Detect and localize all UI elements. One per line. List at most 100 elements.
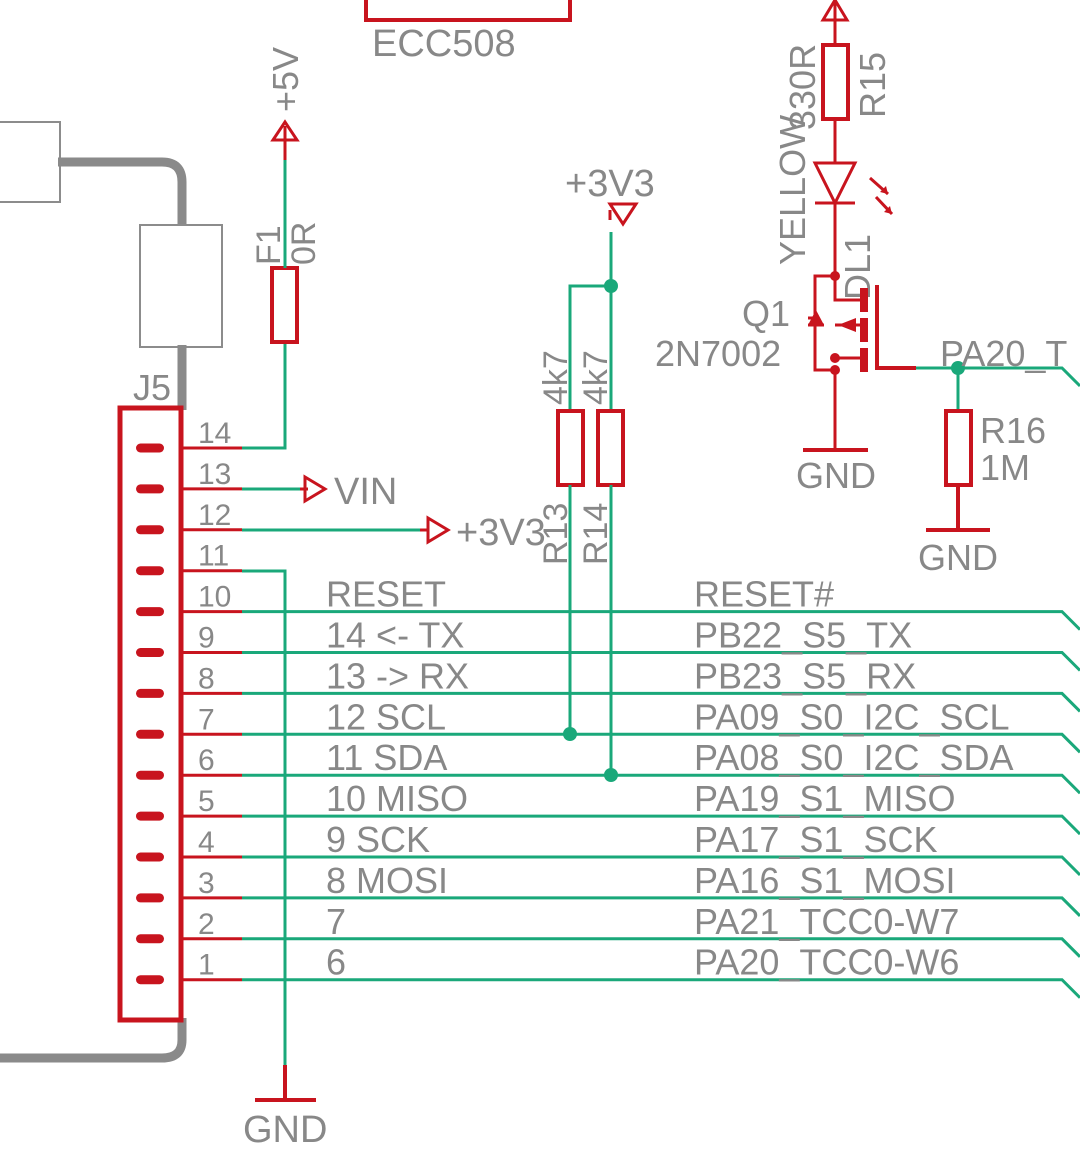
pin-number-7: 7 (198, 703, 215, 736)
pin-5-marker (136, 811, 164, 821)
pin-number-6: 6 (198, 744, 215, 777)
r15-ref-label: R15 (852, 52, 893, 118)
plus5v-label: +5V (265, 47, 306, 112)
pin-10-marker (136, 607, 164, 617)
vin-port: VIN (242, 471, 397, 513)
pin-12-marker (136, 525, 164, 535)
signal-wire-5 (242, 773, 1080, 795)
r16-ref-label: R16 (980, 410, 1046, 451)
pin-function-label: 14 <- TX (326, 615, 464, 656)
pin-function-label: 6 (326, 942, 346, 983)
vin-label: VIN (334, 471, 397, 513)
net-name-label: PA19_S1_MISO (694, 778, 955, 819)
signal-wire-6 (242, 814, 1080, 836)
r16-value-label: 1M (980, 447, 1030, 488)
pin-number-1: 1 (198, 949, 215, 982)
pin-number-12: 12 (198, 499, 231, 532)
net-name-label: PA08_S0_I2C_SDA (694, 737, 1014, 778)
plus3v3-pin-label: +3V3 (456, 512, 546, 554)
signal-wire-4 (242, 732, 1080, 754)
pin-function-label: 7 (326, 901, 346, 942)
pin-11-marker (136, 566, 164, 576)
f1-fuse: F1 0R +5V (242, 47, 323, 450)
r16-body (944, 409, 973, 487)
q1-ref-label: Q1 (742, 293, 790, 334)
gnd-main-port: GND (242, 569, 327, 1151)
ecc508-chip: ECC508 (364, 0, 572, 65)
pin-9-marker (136, 648, 164, 657)
board-outline (0, 121, 223, 1063)
pin-7-marker (136, 729, 164, 739)
net-name-label: PA09_S0_I2C_SCL (694, 696, 1010, 737)
f1-value-label: 0R (285, 222, 323, 265)
pin-number-11: 11 (198, 540, 229, 573)
led-symbol (812, 161, 858, 207)
pin-13-marker (136, 484, 164, 494)
net-name-label: PB23_S5_RX (694, 655, 916, 696)
j5-body (117, 405, 184, 1023)
q1-value-label: 2N7002 (655, 333, 781, 374)
pin-number-8: 8 (198, 662, 215, 695)
r14-value-label: 4k7 (577, 350, 615, 405)
signal-wire-10 (242, 978, 1080, 999)
plus3v3-pin-port: +3V3 (242, 512, 546, 554)
connector-j5: J5 14 13 12 11 10 9 8 7 6 5 4 3 2 1 (117, 367, 242, 1023)
pin-function-label: 12 SCL (326, 696, 446, 737)
pullup-resistors: +3V3 4k7 4k7 R13 R14 (537, 163, 655, 782)
j5-ref-label: J5 (133, 367, 171, 408)
signal-wire-3 (242, 691, 1080, 713)
f1-ref-label: F1 (250, 225, 288, 265)
signal-wire-8 (242, 896, 1080, 917)
signal-wire-1 (242, 610, 1080, 631)
led-driver: 330R R15 YELLOW DL1 Q1 2N7002 GND PA20_T… (655, 0, 1080, 578)
gnd-q1-label: GND (796, 455, 876, 496)
net-name-label: PB22_S5_TX (694, 615, 912, 656)
pin-14-marker (136, 443, 164, 453)
pin-number-2: 2 (198, 908, 215, 941)
pin-8-marker (136, 688, 164, 698)
signal-wire-9 (242, 937, 1080, 958)
plus3v3-top-label: +3V3 (565, 163, 655, 205)
pin-number-3: 3 (198, 867, 215, 900)
pin-1-marker (136, 975, 164, 985)
pin-3-marker (136, 893, 164, 903)
pin-6-marker (136, 770, 164, 780)
pin-function-label: RESET (326, 574, 446, 615)
r13-value-label: 4k7 (537, 350, 575, 405)
net-name-label: RESET# (694, 574, 834, 615)
net-name-label: PA20_TCC0-W6 (694, 942, 959, 983)
pin-number-4: 4 (198, 826, 215, 859)
r15-value-label: 330R (782, 44, 823, 130)
pin-function-label: 8 MOSI (326, 860, 448, 901)
pin-number-5: 5 (198, 785, 215, 818)
ecc508-label: ECC508 (372, 23, 516, 65)
pin-number-9: 9 (198, 622, 215, 655)
pin-function-label: 11 SDA (326, 737, 447, 778)
pin-number-14: 14 (198, 417, 231, 450)
led-ref-label: DL1 (837, 234, 878, 300)
signal-wire-2 (242, 651, 1080, 672)
signal-wire-7 (242, 855, 1080, 877)
pin-4-marker (136, 852, 164, 862)
pin-number-13: 13 (198, 458, 231, 491)
pin-function-label: 9 SCK (326, 819, 430, 860)
pin-2-marker (136, 934, 164, 944)
pin-function-label: 13 -> RX (326, 655, 469, 696)
r14-body (596, 409, 625, 487)
led-value-label: YELLOW (772, 115, 813, 265)
signal-lines: RESET RESET# 14 <- TX PB22_S5_TX 13 -> RX PB2… (242, 574, 1080, 999)
pin-function-label: 10 MISO (326, 778, 468, 819)
gnd-main-label: GND (243, 1109, 327, 1151)
j5-pins: 14 13 12 11 10 9 8 7 6 5 4 3 2 1 (136, 417, 242, 985)
net-name-label: PA17_S1_SCK (694, 819, 938, 860)
pa20-partial-label: PA20_T (940, 333, 1067, 374)
r13-ref-label: R13 (537, 503, 575, 565)
r14-ref-label: R14 (577, 503, 615, 565)
net-name-label: PA21_TCC0-W7 (694, 901, 959, 942)
r15-body (821, 43, 850, 121)
gnd-r16-label: GND (918, 537, 998, 578)
r13-body (556, 409, 585, 487)
pin-number-10: 10 (198, 581, 231, 614)
net-name-label: PA16_S1_MOSI (694, 860, 955, 901)
